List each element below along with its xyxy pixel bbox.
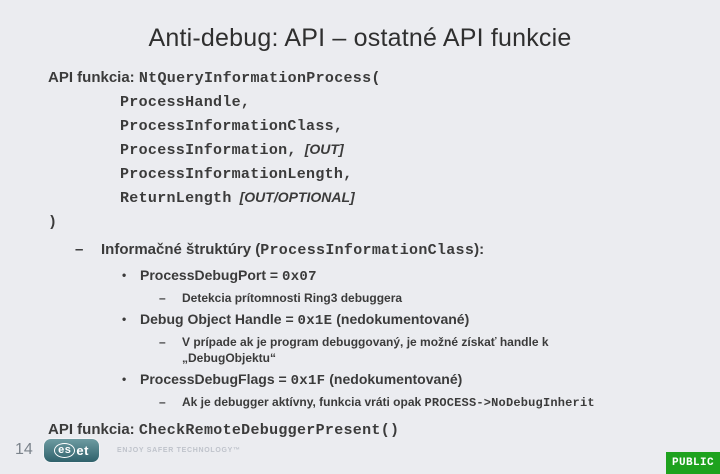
- api-funkcia-label: API funkcia:: [48, 69, 139, 86]
- dash-marker: –: [159, 335, 166, 349]
- dash-marker: –: [75, 241, 84, 258]
- page-number: 14: [15, 441, 33, 458]
- param-line: ProcessInformation, [OUT]: [48, 138, 720, 162]
- sub-debug-objekt: – V prípade ak je program debuggovaný, j…: [48, 334, 720, 366]
- sub-text: Detekcia prítomnosti Ring3 debuggera: [182, 291, 403, 305]
- bullet-text: Debug Object Handle = 0x1E (nedokumentov…: [140, 311, 470, 329]
- bullet-marker: •: [122, 312, 127, 326]
- function-name: CheckRemoteDebuggerPresent(): [138, 422, 400, 439]
- presentation-slide: Anti-debug: API – ostatné API funkcie AP…: [0, 24, 720, 474]
- closing-paren: ): [48, 214, 58, 231]
- param-line: ProcessHandle,: [48, 90, 720, 114]
- param-name: ProcessInformationLength,: [120, 166, 353, 183]
- bullet-marker: •: [122, 372, 127, 386]
- param-annotation: [OUT]: [304, 141, 344, 157]
- dash-marker: –: [159, 395, 166, 409]
- function-name: NtQueryInformationProcess(: [138, 70, 381, 87]
- eset-logo-es: es: [54, 443, 76, 458]
- api-declaration-line: API funkcia: NtQueryInformationProcess(: [48, 66, 720, 90]
- page-title: Anti-debug: API – ostatné API funkcie: [148, 24, 572, 52]
- param-name: ProcessInformationClass,: [120, 118, 344, 135]
- param-line: ProcessInformationLength,: [48, 162, 720, 186]
- second-api-line: API funkcia: CheckRemoteDebuggerPresent(…: [48, 418, 720, 442]
- bullet-process-debug-port: • ProcessDebugPort = 0x07: [48, 266, 720, 287]
- param-name: ProcessHandle,: [120, 94, 251, 111]
- structures-heading-text: Informačné štruktúry (ProcessInformation…: [101, 241, 485, 259]
- classification-badge: PUBLIC: [666, 452, 720, 474]
- eset-logo: es et: [44, 439, 99, 462]
- bullet-process-debug-flags: • ProcessDebugFlags = 0x1F (nedokumentov…: [48, 370, 720, 391]
- bullet-text: ProcessDebugPort = 0x07: [140, 267, 317, 285]
- param-line: ReturnLength [OUT/OPTIONAL]: [48, 186, 720, 210]
- bullet-text: ProcessDebugFlags = 0x1F (nedokumentovan…: [140, 371, 463, 389]
- eset-tagline: ENJOY SAFER TECHNOLOGY™: [117, 447, 241, 454]
- sub-text: V prípade ak je program debuggovaný, je …: [182, 335, 549, 365]
- slide-body: API funkcia: NtQueryInformationProcess( …: [48, 66, 720, 442]
- bullet-debug-object-handle: • Debug Object Handle = 0x1E (nedokument…: [48, 310, 720, 331]
- param-name: ReturnLength: [120, 190, 232, 207]
- sub-no-debug-inherit: – Ak je debugger aktívny, funkcia vráti …: [48, 394, 720, 411]
- param-annotation: [OUT/OPTIONAL]: [239, 189, 355, 205]
- param-name: ProcessInformation,: [120, 142, 297, 159]
- structures-heading: – Informačné štruktúry (ProcessInformati…: [48, 239, 720, 262]
- closing-paren-line: ): [48, 210, 720, 234]
- api-funkcia-label: API funkcia:: [48, 421, 139, 438]
- sub-detekcia-ring3: – Detekcia prítomnosti Ring3 debuggera: [48, 290, 720, 306]
- sub-text: Ak je debugger aktívny, funkcia vráti op…: [182, 395, 595, 410]
- eset-logo-et: et: [76, 443, 89, 458]
- bullet-marker: •: [122, 268, 127, 282]
- param-line: ProcessInformationClass,: [48, 114, 720, 138]
- dash-marker: –: [159, 291, 166, 305]
